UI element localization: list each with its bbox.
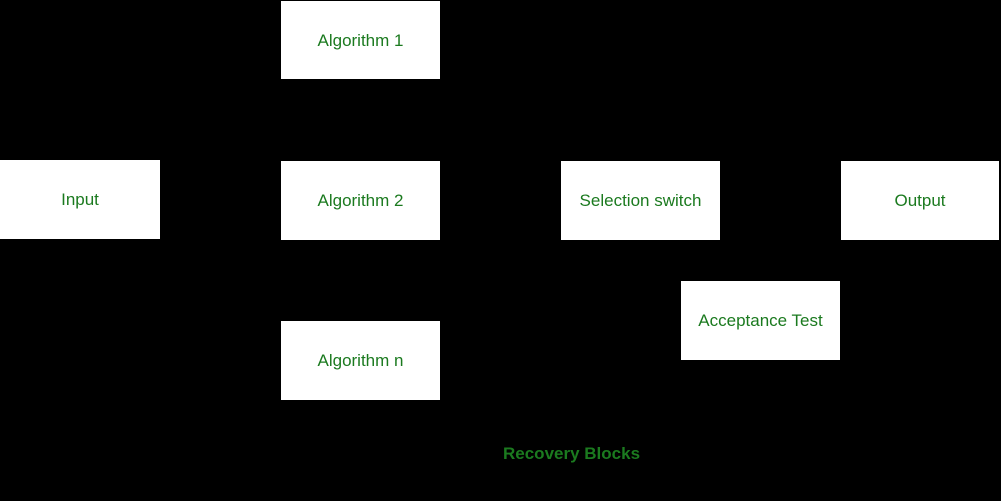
diagram-caption: Recovery Blocks [503, 444, 641, 463]
node-acceptance-test-label: Acceptance Test [698, 311, 823, 330]
node-algorithm-n: Algorithm n [281, 321, 440, 400]
node-algorithm-1-label: Algorithm 1 [317, 30, 404, 50]
node-selection-switch-label: Selection switch [579, 191, 702, 210]
node-input: Input [0, 160, 160, 239]
node-algorithm-2-label: Algorithm 2 [317, 191, 404, 210]
node-output-label: Output [894, 191, 946, 210]
node-algorithm-2: Algorithm 2 [281, 161, 440, 240]
node-selection-switch: Selection switch [561, 161, 720, 240]
node-acceptance-test: Acceptance Test [681, 281, 840, 360]
node-output: Output [841, 161, 999, 240]
node-input-label: Input [61, 190, 99, 209]
node-algorithm-1: Algorithm 1 [281, 1, 440, 79]
node-algorithm-n-label: Algorithm n [317, 351, 404, 370]
